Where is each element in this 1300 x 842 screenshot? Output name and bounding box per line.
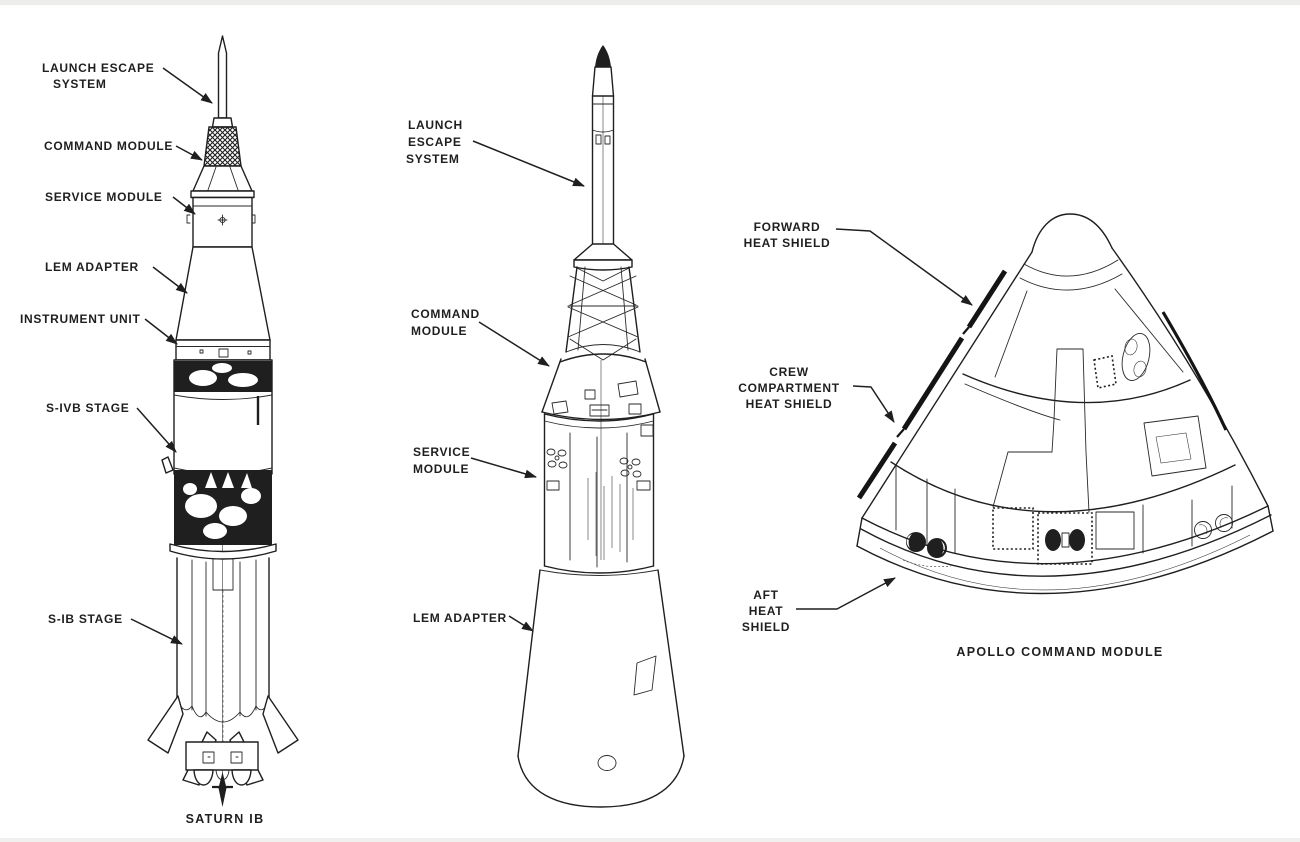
label-csm-service-module: SERVICE MODULE [413,445,537,479]
crew-compartment-heat-shield-bar [901,336,965,431]
scan-artifact-bottom [0,838,1300,842]
svg-text:LAUNCH: LAUNCH [408,118,463,132]
label-saturn-sivb-stage: S-IVB STAGE [46,401,177,453]
svg-text:HEAT: HEAT [749,604,784,618]
svg-text:HEAT SHIELD: HEAT SHIELD [744,236,831,250]
label-saturn-launch-escape-system: LAUNCH ESCAPE SYSTEM [42,61,213,104]
command-module-labels: FORWARD HEAT SHIELD CREW COMPARTMENT HEA… [738,220,973,634]
svg-text:FORWARD: FORWARD [754,220,821,234]
sm-shading-streaks [587,472,634,560]
svg-text:CREW: CREW [769,365,808,379]
csm-les-rocket [573,45,633,271]
label-csm-launch-escape-system: LAUNCH ESCAPE SYSTEM [406,118,585,187]
figure-saturn-ib: SATURN IB LAUNCH ESCAPE SYSTEM COMMAND M… [20,35,299,826]
svg-text:S-IB STAGE: S-IB STAGE [48,612,123,626]
label-saturn-lem-adapter: LEM ADAPTER [45,260,188,294]
label-saturn-command-module: COMMAND MODULE [44,139,203,161]
svg-text:MODULE: MODULE [413,462,469,476]
svg-text:S-IVB STAGE: S-IVB STAGE [46,401,130,415]
label-saturn-service-module: SERVICE MODULE [45,190,196,215]
leader-arrow [835,228,973,306]
csm-service-module [543,413,655,574]
cm-dotted-panel-upper [1093,355,1117,389]
caption-apollo-command-module: APOLLO COMMAND MODULE [956,645,1163,659]
saturn-sib-collar [169,543,277,560]
figure-apollo-command-module: APOLLO COMMAND MODULE FORWARD HEAT SHIEL… [738,213,1274,659]
figure-apollo-spacecraft: LAUNCH ESCAPE SYSTEM COMMAND MODULE SERV… [406,45,685,808]
svg-text:COMMAND: COMMAND [411,307,480,321]
sm-rcs-quad-left [546,448,568,469]
cm-heat-shield-bars [856,269,1008,500]
caption-saturn-ib: SATURN IB [186,812,265,826]
saturn-engine-section [185,741,259,807]
leader-arrow [472,140,585,187]
svg-text:INSTRUMENT UNIT: INSTRUMENT UNIT [20,312,141,326]
saturn-lem-adapter [175,246,271,341]
svg-text:SHIELD: SHIELD [742,620,790,634]
label-csm-command-module: COMMAND MODULE [411,307,550,367]
csm-escape-tower-truss [565,266,641,361]
leader-arrow [152,266,188,294]
saturn-escape-tower [203,126,242,167]
leader-arrow [470,457,537,479]
spacecraft-labels: LAUNCH ESCAPE SYSTEM COMMAND MODULE SERV… [406,118,585,632]
cm-cone-outline [861,213,1269,519]
cm-right-panel [1143,415,1207,477]
cm-right-slope-heavy-edge [1161,311,1228,431]
leader-arrow [508,615,534,632]
cm-surface-panels [962,288,1207,513]
saturn-sivb-stage [173,359,273,481]
label-forward-heat-shield: FORWARD HEAT SHIELD [744,220,973,306]
saturn-service-module [186,196,256,248]
leader-arrow [175,145,203,161]
label-csm-lem-adapter: LEM ADAPTER [413,611,534,632]
svg-text:LEM ADAPTER: LEM ADAPTER [45,260,139,274]
label-saturn-sib-stage: S-IB STAGE [48,612,183,645]
leader-arrow [796,577,896,610]
sm-rcs-quad-right [619,457,642,478]
label-crew-compartment-heat-shield: CREW COMPARTMENT HEAT SHIELD [738,365,895,423]
saturn-labels: LAUNCH ESCAPE SYSTEM COMMAND MODULE SERV… [20,61,213,645]
saturn-sib-stage [176,557,270,759]
leader-arrow [144,318,178,345]
svg-text:SERVICE MODULE: SERVICE MODULE [45,190,163,204]
cm-dotted-panel-lower [992,507,1034,550]
svg-text:COMMAND MODULE: COMMAND MODULE [44,139,173,153]
cm-thruster-pair-right [1194,514,1233,539]
saturn-interstage [161,456,272,545]
saturn-instrument-unit [175,339,271,361]
forward-heat-shield-bar [966,269,1008,329]
saturn-command-module [190,165,255,199]
svg-text:AFT: AFT [753,588,778,602]
svg-text:HEAT SHIELD: HEAT SHIELD [746,397,833,411]
svg-text:MODULE: MODULE [411,324,467,338]
svg-text:COMPARTMENT: COMPARTMENT [738,381,839,395]
leader-arrow [852,385,895,423]
csm-lem-adapter [517,569,685,808]
svg-text:ESCAPE: ESCAPE [408,135,462,149]
label-aft-heat-shield: AFT HEAT SHIELD [742,577,896,634]
scan-artifact-top [0,0,1300,5]
cm-lower-band [890,461,1236,568]
cm-thruster-panel-center [1037,512,1093,565]
csm-command-module [541,344,661,421]
leader-arrow [172,196,196,215]
svg-text:LAUNCH ESCAPE: LAUNCH ESCAPE [42,61,154,75]
leader-arrow [136,407,177,453]
leader-arrow [130,618,183,645]
svg-text:LEM ADAPTER: LEM ADAPTER [413,611,507,625]
saturn-les-needle [211,35,234,128]
cm-aft-heat-shield-rim [856,505,1274,595]
svg-text:SYSTEM: SYSTEM [53,77,107,91]
cm-oval-hatch [1121,333,1151,381]
svg-text:SYSTEM: SYSTEM [406,152,460,166]
crew-compartment-heat-shield-bar-lower [856,441,898,500]
leader-arrow [162,67,213,104]
label-saturn-instrument-unit: INSTRUMENT UNIT [20,312,178,345]
leader-arrow [478,321,550,367]
svg-text:SERVICE: SERVICE [413,445,470,459]
cm-panel-plain [1095,511,1135,550]
